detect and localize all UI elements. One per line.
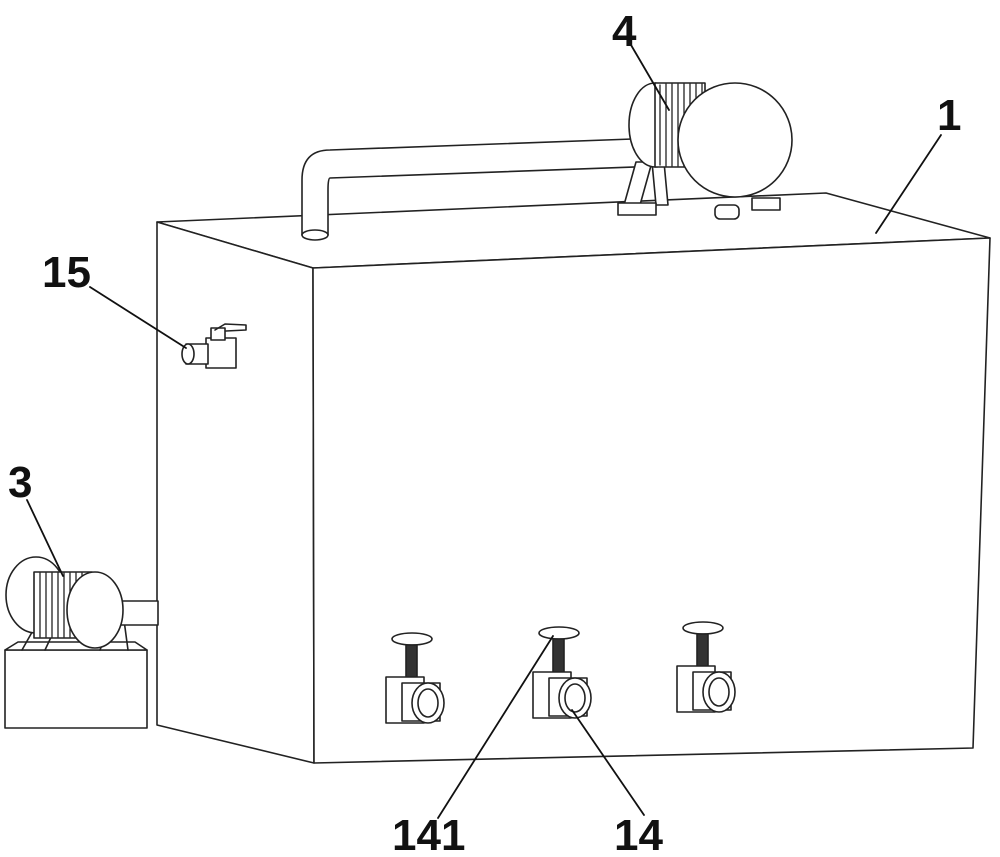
- side-valve: [181, 323, 247, 369]
- leader-14: [571, 709, 645, 816]
- valve-outlet-inner-left: [417, 688, 439, 718]
- top-fan-motor: [617, 82, 793, 220]
- valve-outlet-inner-right: [708, 677, 730, 707]
- side-pump-pipe: [117, 600, 159, 626]
- leader-4: [630, 44, 670, 111]
- label-side-motor: 3: [8, 458, 32, 507]
- top-motor-foot-right: [751, 197, 781, 211]
- leader-15: [89, 286, 187, 349]
- side-valve-body: [205, 337, 237, 369]
- side-valve-stem: [210, 327, 226, 341]
- handwheel-right: [682, 621, 724, 635]
- label-top-motor: 4: [612, 7, 637, 56]
- top-motor-face: [677, 82, 793, 198]
- handwheel-center: [538, 626, 580, 640]
- side-valve-outlet: [181, 343, 195, 365]
- label-tank: 1: [937, 91, 961, 140]
- label-handwheel: 141: [392, 811, 465, 857]
- label-valve: 14: [614, 811, 663, 857]
- side-valve-handle: [214, 323, 247, 332]
- side-pump: [4, 556, 159, 729]
- valve-outlet-inner-center: [564, 683, 586, 713]
- side-pump-face: [66, 571, 124, 649]
- bottom-valve-right: [676, 621, 736, 713]
- tank-left-face: [156, 221, 315, 764]
- top-motor-foot-center: [714, 204, 740, 220]
- leader-3: [26, 499, 64, 577]
- valve-stem-right: [696, 633, 709, 668]
- side-pump-base: [4, 649, 148, 729]
- valve-stem-left: [405, 644, 418, 679]
- label-side-valve: 15: [42, 248, 91, 297]
- bottom-valve-left: [385, 632, 445, 724]
- tank-front-face: [312, 237, 991, 764]
- top-pipe-inlet: [301, 229, 329, 241]
- top-motor-leg-right: [651, 161, 669, 206]
- top-motor-foot-left: [617, 202, 657, 216]
- leader-141: [437, 635, 554, 819]
- valve-stem-center: [552, 638, 565, 674]
- handwheel-left: [391, 632, 433, 646]
- leader-1: [875, 134, 942, 234]
- bottom-valve-center: [532, 626, 592, 719]
- top-motor-leg-left: [623, 161, 653, 206]
